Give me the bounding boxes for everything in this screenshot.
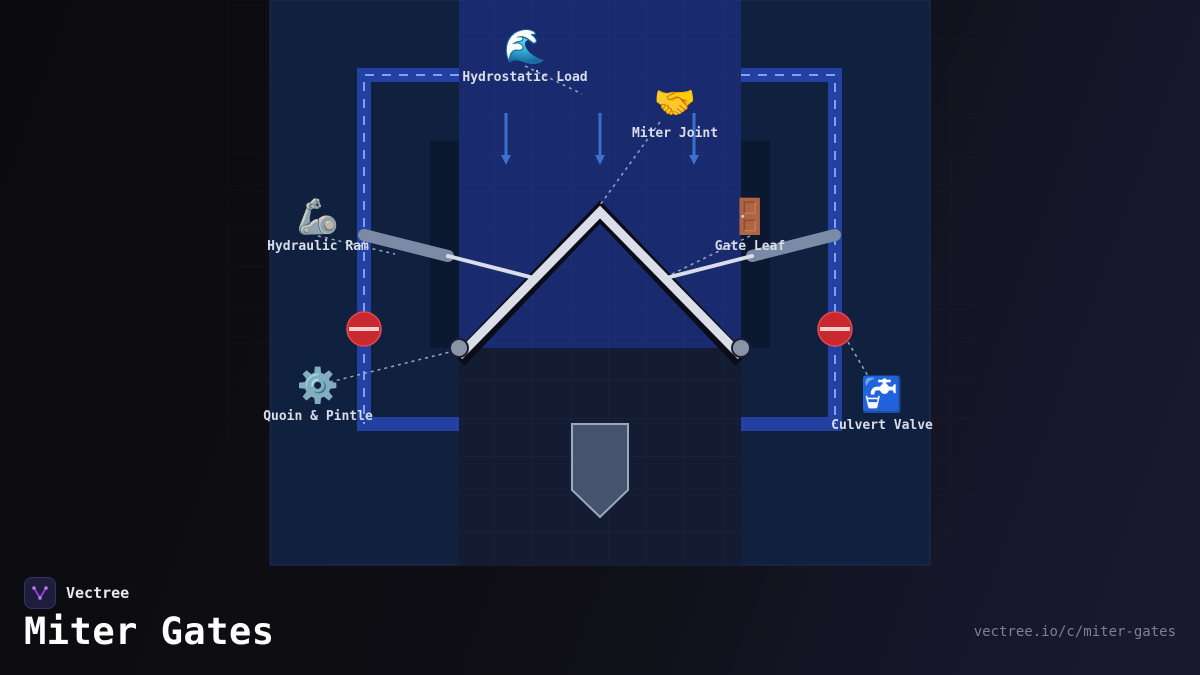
culvert-valve-left <box>346 311 382 347</box>
handshake-icon: 🤝 <box>654 83 696 123</box>
culvert-valve-right <box>817 311 853 347</box>
label-quoin-pintle: ⚙️ Quoin & Pintle <box>263 366 373 424</box>
label-text: Hydrostatic Load <box>462 70 587 85</box>
pintle-left <box>449 338 469 358</box>
brand-name: Vectree <box>66 584 130 602</box>
label-text: Quoin & Pintle <box>263 409 373 424</box>
hydraulic-ram-right <box>668 229 841 279</box>
culvert-right <box>741 68 842 431</box>
hydraulic-ram-left <box>358 229 532 279</box>
label-text: Hydraulic Ram <box>267 239 369 254</box>
gate-recess-left <box>430 141 459 348</box>
label-hydrostatic-load: 🌊 Hydrostatic Load <box>462 27 587 85</box>
page-title: Miter Gates <box>24 610 275 653</box>
miter-gate-leaves <box>453 200 747 366</box>
leader-lines <box>317 65 869 383</box>
water-wave-icon: 🌊 <box>504 27 546 67</box>
pintle-right <box>731 338 751 358</box>
culvert-left <box>357 68 459 431</box>
source-url[interactable]: vectree.io/c/miter-gates <box>973 624 1176 640</box>
label-culvert-valve: 🚰 Culvert Valve <box>831 375 933 433</box>
mechanical-arm-icon: 🦾 <box>297 197 339 237</box>
water-tap-icon: 🚰 <box>861 375 903 415</box>
gear-icon: ⚙️ <box>297 366 339 406</box>
hydrostatic-load-arrows <box>501 113 699 165</box>
label-hydraulic-ram: 🦾 Hydraulic Ram <box>267 197 369 254</box>
gate-recess-right <box>741 141 770 348</box>
label-text: Culvert Valve <box>831 418 933 433</box>
label-miter-joint: 🤝 Miter Joint <box>632 83 718 141</box>
label-text: Gate Leaf <box>715 239 785 254</box>
tree-branch-icon <box>24 577 56 609</box>
door-icon: 🚪 <box>729 197 771 237</box>
brand[interactable]: Vectree <box>24 577 129 609</box>
label-gate-leaf: 🚪 Gate Leaf <box>715 197 785 254</box>
vessel-shape <box>571 423 629 519</box>
label-text: Miter Joint <box>632 126 718 141</box>
